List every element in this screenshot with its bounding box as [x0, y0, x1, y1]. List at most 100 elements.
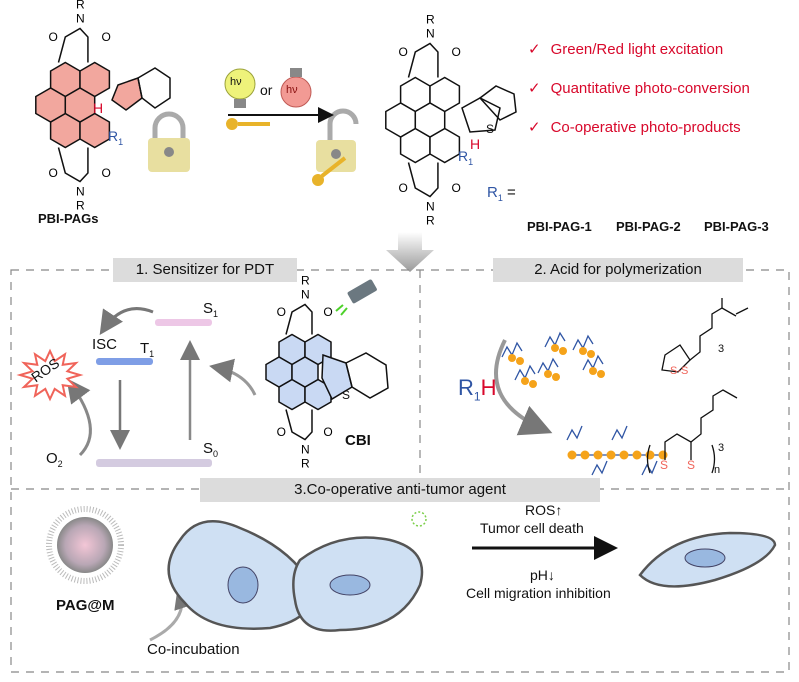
r1-definition: R1 =	[487, 184, 516, 203]
disulfide-label: S-S	[670, 365, 689, 377]
ros-up-label: ROS↑	[525, 502, 563, 518]
polymer-dot	[619, 450, 629, 460]
n-r-label: N	[301, 288, 310, 302]
pbi-pags-label: PBI-PAGs	[38, 211, 99, 226]
sulfur-2: S	[687, 458, 696, 472]
imide-ring	[57, 147, 89, 183]
monomer-dot	[544, 370, 552, 378]
polymer-chain	[641, 460, 658, 476]
monomer-subscript: 3	[718, 343, 725, 355]
polymer-dot	[593, 450, 603, 460]
monomer-dot	[552, 373, 560, 381]
unlocked-lock-icon	[316, 108, 359, 172]
check-icon: ✓	[528, 41, 541, 58]
n-r-label: N	[301, 443, 310, 457]
check-icon: ✓	[528, 119, 541, 136]
hv-red-label: hν	[286, 84, 298, 96]
o-letter: O	[46, 450, 58, 467]
o-label: O	[323, 305, 332, 319]
r-sub: 1	[468, 156, 474, 167]
imide-ring	[285, 303, 313, 335]
s-atom-right: S	[486, 122, 495, 136]
cbi-label: CBI	[345, 432, 371, 449]
down-arrow	[386, 232, 434, 272]
r-group-label: R	[301, 274, 310, 288]
lipoate-monomer	[661, 298, 749, 373]
polymer-subscript-3: 3	[718, 442, 725, 454]
flashlight-icon	[335, 279, 377, 316]
panel-2-title: 2. Acid for polymerization	[493, 258, 743, 282]
s-sub: 1	[213, 309, 219, 319]
check-icon: ✓	[528, 80, 541, 97]
r-group-label: R	[426, 13, 435, 27]
feature-2: ✓ Quantitative photo-conversion	[528, 79, 750, 97]
cbi-s-atom: S	[342, 388, 351, 402]
polymer-dot	[606, 450, 616, 460]
h-atom-left: H	[93, 100, 104, 116]
panel-borders	[10, 269, 790, 673]
h-atom-right: H	[470, 136, 481, 152]
o-label: O	[398, 181, 407, 195]
green-bulb-icon	[224, 68, 256, 108]
o-label: O	[102, 30, 111, 44]
o-label: O	[452, 181, 461, 195]
cbi-benzothiophene	[321, 352, 389, 401]
monomer-dot	[516, 357, 524, 365]
o-label: O	[48, 166, 57, 180]
polymerization-arrow	[494, 339, 553, 436]
s-sub: 0	[213, 449, 219, 459]
aromatic-ring	[64, 87, 96, 123]
polymer-chain	[591, 460, 608, 476]
r-group-label: R	[301, 457, 310, 471]
n-r-label: N	[426, 200, 435, 214]
imide-ring	[57, 27, 89, 63]
monomer-dot	[589, 367, 597, 375]
aromatic-ring	[291, 356, 319, 388]
equals-sign: =	[507, 184, 516, 201]
hv-green-label: hν	[230, 76, 242, 88]
r-letter: R	[458, 375, 474, 400]
incubation-arrow	[149, 584, 198, 642]
monomer-dot	[529, 380, 537, 388]
tumor-death-label: Tumor cell death	[480, 520, 584, 536]
monomer-dot	[579, 347, 587, 355]
r1h-label: R1H	[458, 375, 496, 403]
polymer-dot	[580, 450, 590, 460]
o2-label: O2	[46, 450, 63, 469]
monomer-dot	[597, 370, 605, 378]
feature-1: ✓Green/Red light excitation	[528, 40, 723, 58]
migration-label: Cell migration inhibition	[466, 585, 611, 601]
polymer-dot	[632, 450, 642, 460]
coincubation-label: Co-incubation	[147, 641, 240, 658]
h-letter: H	[480, 375, 497, 400]
t-letter: T	[140, 340, 150, 357]
aromatic-ring	[35, 87, 67, 123]
monomer-dot	[559, 347, 567, 355]
aromatic-ring	[414, 102, 446, 138]
variant-2: PBI-PAG-2	[616, 219, 681, 234]
polymer-illustration	[501, 331, 668, 476]
key-on-arrow-icon	[226, 118, 270, 130]
sulfur-1: S	[660, 458, 669, 472]
o-label: O	[48, 30, 57, 44]
r-letter: R	[458, 148, 469, 164]
monomer-dot	[508, 354, 516, 362]
aromatic-ring	[385, 102, 417, 138]
imide-ring	[407, 162, 439, 198]
polydisulfide	[646, 389, 738, 474]
feature-3: ✓ Co-operative photo-products	[528, 118, 741, 136]
jablonski-diagram	[66, 307, 257, 467]
polymer-chain	[566, 425, 583, 441]
r1-right: R1	[458, 148, 473, 167]
feature-text: Quantitative photo-conversion	[550, 80, 750, 97]
feature-text: Co-operative photo-products	[550, 119, 741, 136]
o-label: O	[323, 425, 332, 439]
isc-label: ISC	[92, 336, 118, 353]
monomer-dot	[587, 350, 595, 358]
nanoparticle-icon	[46, 506, 124, 584]
aromatic-ring	[265, 356, 293, 388]
s0-label: S0	[203, 440, 218, 459]
